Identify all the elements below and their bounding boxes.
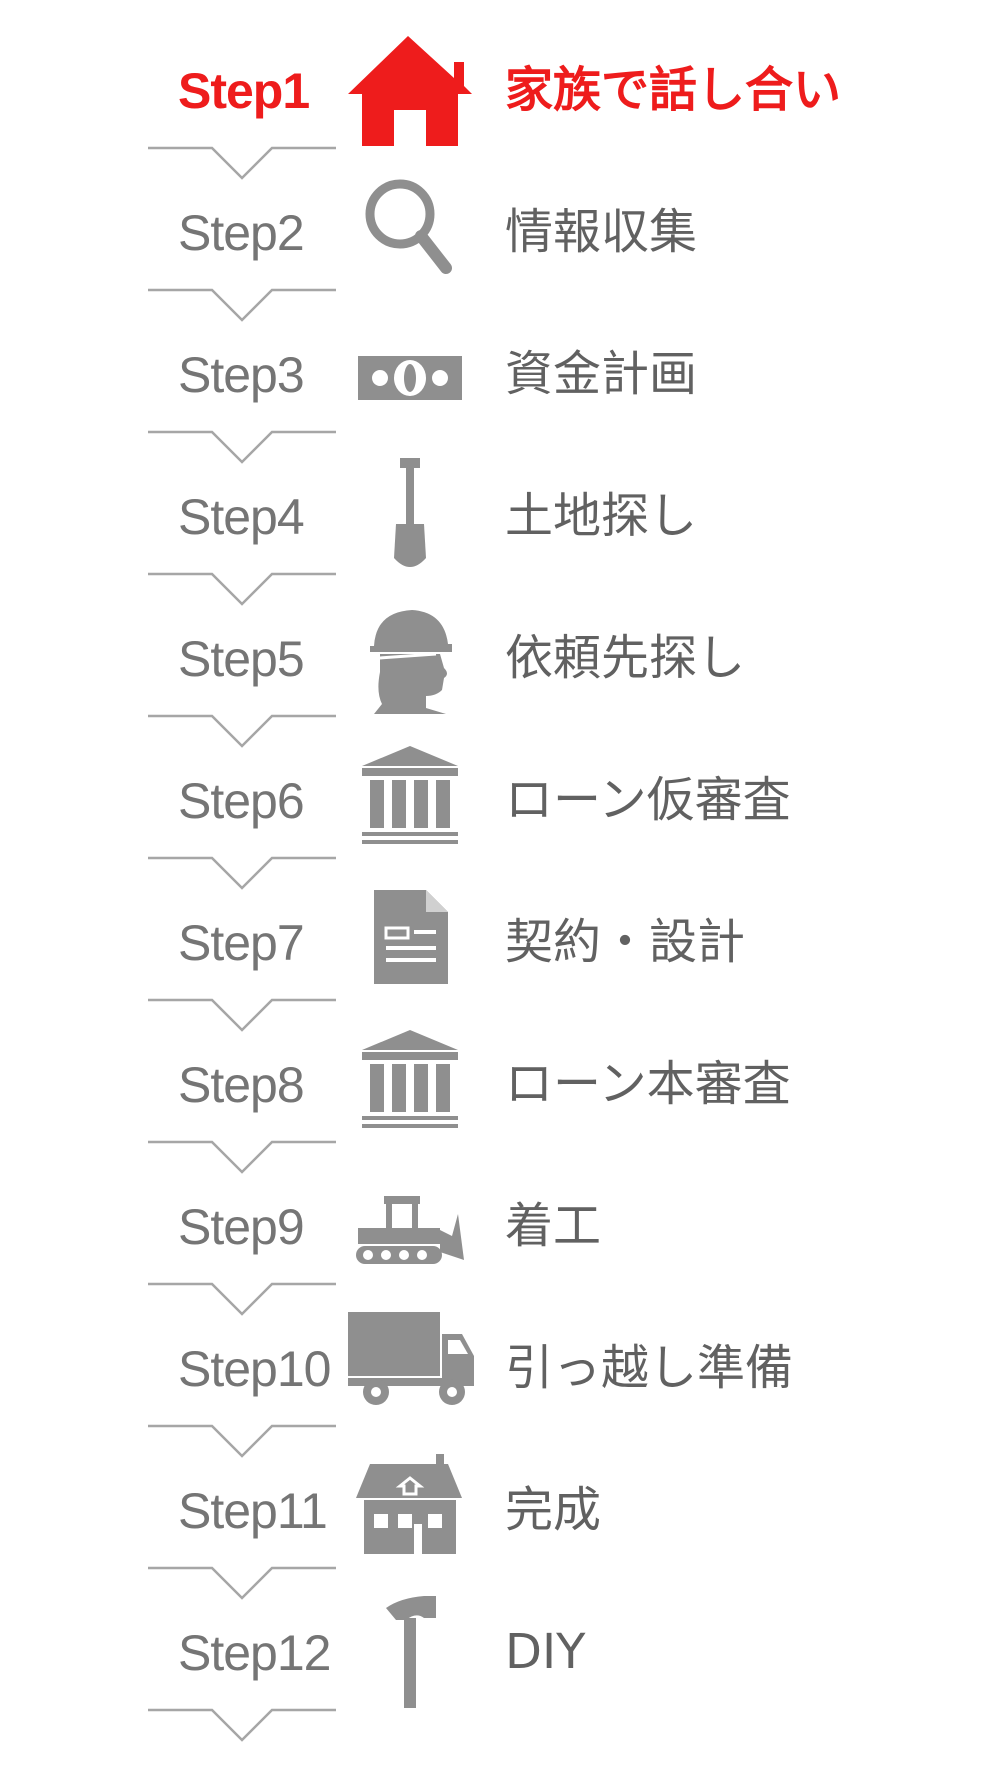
step-label: Step1 — [178, 63, 310, 119]
step-1[interactable]: Step1 家族で話し合い — [0, 20, 1008, 162]
step-3[interactable]: Step3 資金計画 — [0, 304, 1008, 446]
document-icon — [340, 880, 480, 1004]
step-label: Step8 — [178, 1057, 305, 1113]
step-title: 完成 — [505, 1482, 602, 1538]
step-11[interactable]: Step11 完成 — [0, 1440, 1008, 1582]
step-6[interactable]: Step6 ローン仮審査 — [0, 730, 1008, 872]
step-5[interactable]: Step5 依頼先探し — [0, 588, 1008, 730]
bank-icon — [340, 1022, 480, 1146]
step-title: 資金計画 — [505, 346, 698, 402]
step-title: DIY — [505, 1624, 586, 1680]
step-label: Step2 — [178, 205, 305, 261]
step-label: Step5 — [178, 631, 305, 687]
bulldozer-icon — [340, 1164, 480, 1288]
step-label: Step10 — [178, 1341, 331, 1397]
step-label: Step4 — [178, 489, 305, 545]
step-title: 情報収集 — [505, 204, 698, 260]
step-2[interactable]: Step2 情報収集 — [0, 162, 1008, 304]
search-icon — [340, 170, 480, 294]
step-10[interactable]: Step10 引っ越し準備 — [0, 1298, 1008, 1440]
separator-chevron — [148, 288, 336, 322]
step-12[interactable]: Step12 DIY — [0, 1582, 1008, 1724]
step-title: 土地探し — [505, 488, 698, 544]
money-icon — [340, 312, 480, 436]
step-label: Step3 — [178, 347, 305, 403]
step-title: 家族で話し合い — [505, 62, 842, 118]
step-title: ローン本審査 — [505, 1056, 791, 1112]
separator-chevron — [148, 430, 336, 464]
step-8[interactable]: Step8 ローン本審査 — [0, 1014, 1008, 1156]
truck-icon — [340, 1306, 480, 1430]
separator-chevron — [148, 146, 336, 180]
separator-chevron — [148, 1140, 336, 1174]
separator-chevron — [148, 856, 336, 890]
hammer-icon — [340, 1590, 480, 1714]
step-title: 依頼先探し — [505, 630, 746, 686]
worker-helmet-icon — [340, 596, 480, 720]
step-title: 引っ越し準備 — [505, 1340, 794, 1396]
step-title: ローン仮審査 — [505, 772, 791, 828]
step-4[interactable]: Step4 土地探し — [0, 446, 1008, 588]
separator-chevron — [148, 1566, 336, 1600]
step-label: Step12 — [178, 1625, 331, 1681]
step-label: Step7 — [178, 915, 305, 971]
step-title: 契約・設計 — [505, 914, 746, 970]
house-icon — [340, 28, 480, 152]
step-label: Step9 — [178, 1199, 305, 1255]
separator-chevron — [148, 714, 336, 748]
step-title: 着工 — [505, 1198, 602, 1254]
separator-chevron — [148, 572, 336, 606]
completed-house-icon — [340, 1448, 480, 1572]
separator-chevron — [148, 1282, 336, 1316]
separator-chevron — [148, 1708, 336, 1742]
step-label: Step11 — [178, 1483, 328, 1539]
step-7[interactable]: Step7 契約・設計 — [0, 872, 1008, 1014]
bank-icon — [340, 738, 480, 862]
separator-chevron — [148, 1424, 336, 1458]
step-label: Step6 — [178, 773, 305, 829]
shovel-icon — [340, 454, 480, 578]
step-9[interactable]: Step9 着工 — [0, 1156, 1008, 1298]
separator-chevron — [148, 998, 336, 1032]
